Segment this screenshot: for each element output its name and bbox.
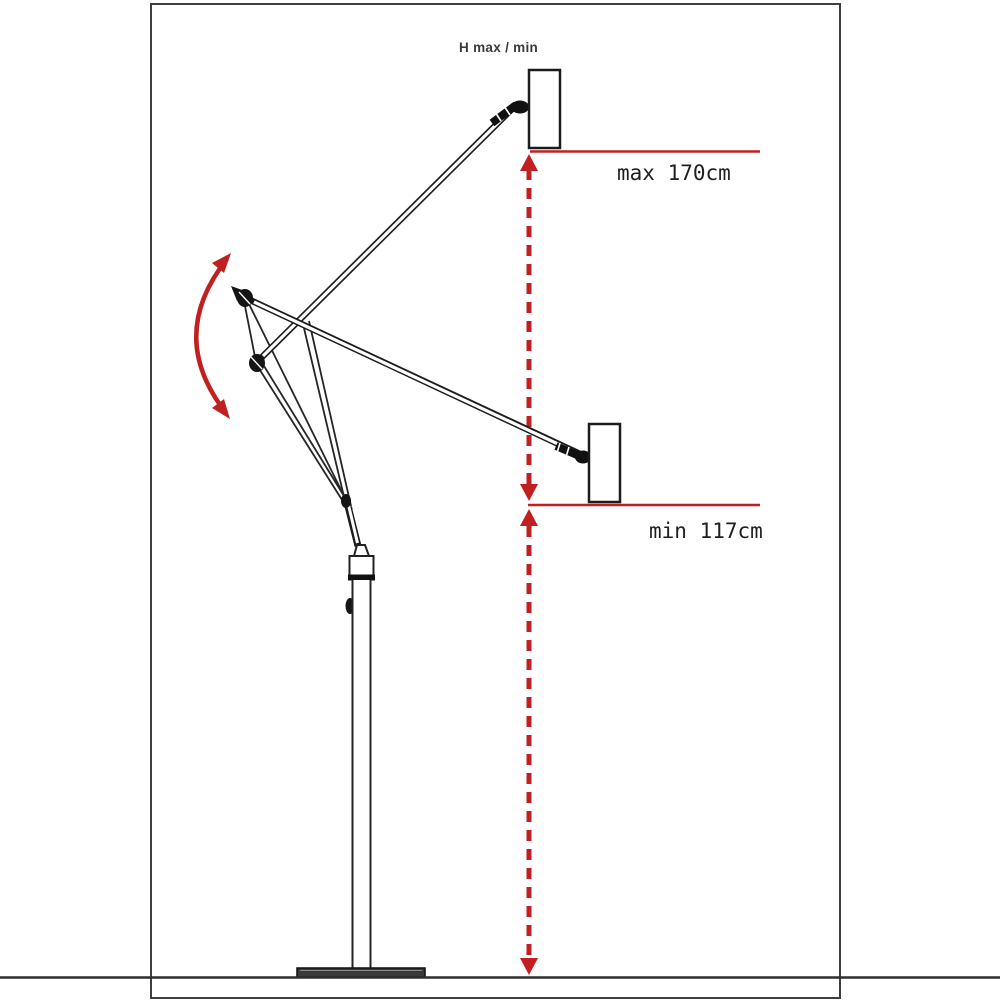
lower-arm-connector: [554, 442, 591, 464]
frame-border: [150, 3, 841, 999]
up-arrow-icon: [520, 154, 538, 171]
down-arrow-icon: [520, 484, 538, 501]
arm-max-position: [255, 105, 516, 364]
dimension-annotations: [194, 150, 760, 975]
lamp-head-min: [587, 422, 622, 504]
down-arrow-icon: [520, 958, 538, 975]
elbow-joint-lower: [249, 354, 265, 372]
pole-upper-section: [348, 555, 375, 578]
pole-fill: [352, 580, 371, 969]
pole-cap: [352, 544, 371, 557]
linkage-rods: [243, 299, 353, 510]
lamp-drawing: [0, 68, 1000, 979]
pole-joint: [341, 494, 362, 547]
lamp-head-max: [527, 68, 562, 150]
arm-min-position: [246, 296, 582, 457]
base-plate: [296, 967, 426, 978]
arc-arrow-down-icon: [212, 399, 230, 419]
pole-band: [348, 574, 375, 581]
rotation-arc-icon: [194, 257, 229, 415]
elbow-joint-upper: [231, 286, 253, 307]
height-title-label: H max / min: [459, 40, 539, 55]
arc-arrow-up-icon: [212, 253, 231, 273]
up-arrow-icon: [520, 509, 538, 526]
upper-arm-connector: [489, 100, 529, 127]
min-height-label: min 117cm: [649, 519, 763, 543]
max-height-label: max 170cm: [617, 161, 731, 185]
